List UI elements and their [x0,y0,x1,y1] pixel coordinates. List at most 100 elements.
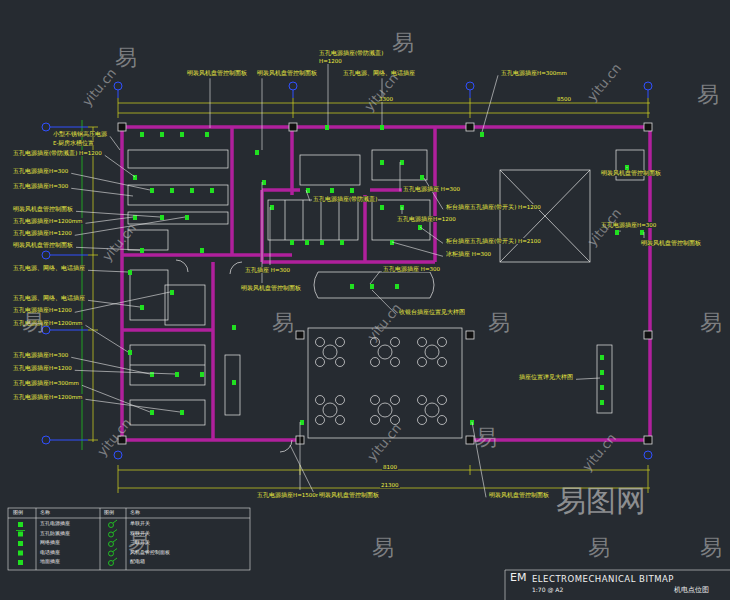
outlet-symbol [380,125,384,130]
outlet-symbol [340,240,344,245]
leader-line [482,75,498,132]
callout-note: 五孔电源插座H=1200 [396,216,457,222]
legend-text: 地面插座 [40,559,60,565]
chair [316,396,325,405]
watermark: yitu.cn [365,421,405,464]
chair [316,416,325,425]
leader-line [290,445,316,497]
callout-note: 五孔插座 H=300 [244,267,291,273]
watermark: yitu.cn [100,221,140,264]
outlet-symbol [210,188,214,193]
outlet-symbol [615,230,619,235]
callout-note: 明装风机盘管控制面板 [600,170,662,176]
outlet-symbol [140,305,144,310]
leader-line [370,271,380,284]
callout-note: 明装风机盘管控制面板 [240,285,302,291]
callout-note: 五孔电源插座H=1200mm [12,218,83,224]
legend-text: 网络插座 [40,540,60,546]
chair [371,416,380,425]
chair [391,358,400,367]
leader-line [424,178,443,209]
outlet-symbol [480,132,484,137]
callout-note: 五孔电源插座 H=300 [382,266,441,272]
callout-note: 五孔电源插座H=300 [12,168,69,174]
outlet-symbol [200,372,204,377]
outlet-symbol [160,132,164,137]
outlet-symbol [180,410,184,415]
outlet-symbol [262,180,266,185]
callout-note: 明装风机盘管控制面板 [186,70,248,76]
outlet-symbol [140,248,144,253]
leader-line [262,78,263,150]
outlet-symbol [190,188,194,193]
legend-symbol [109,520,118,528]
watermark: 易 [700,535,722,560]
chair [418,338,427,347]
outlet-symbol [232,325,236,330]
callout-note: 五孔电源插座(带防溅盖) H=1200 [12,150,103,156]
callout-note: 五孔电源、网络、电话插座 [342,70,416,76]
chair [418,396,427,405]
leader-line [85,325,128,352]
chair [336,338,345,347]
watermark: 易 [22,310,44,335]
sheet-caption: 机电点位图 [674,586,709,594]
leader-line [76,211,160,217]
leader-line [644,232,645,238]
leader-line [210,78,211,128]
chair [336,396,345,405]
chair [438,338,447,347]
outlet-symbol [232,380,236,385]
callout-note: 插座位置详见大样图 [518,374,574,380]
watermark: yitu.cn [95,416,135,459]
callout-note: 五孔电源插座H=1200 [12,230,73,236]
legend-symbol [109,549,118,557]
outlet-symbol [255,150,259,155]
leader-line [88,270,128,272]
callout-note: 小型不锈钢高压电源 [52,131,108,137]
watermark: 易 [272,310,294,335]
callout-note: 明装风机盘管控制面板 [12,206,74,212]
watermark: 易 [392,30,414,55]
leader-line [75,370,175,374]
callout-note: 五孔电源插座H=300 [12,183,69,189]
watermark: 易 [700,310,722,335]
chair [438,396,447,405]
leader-line [420,227,443,243]
watermark: 易 [488,310,510,335]
outlet-symbol [133,215,137,220]
legend-symbol [18,522,23,527]
outlet-symbol [420,175,424,180]
table [425,403,439,417]
outlet-symbol [128,350,132,355]
outlet-symbol [600,400,604,405]
chair [391,338,400,347]
callout-note: 五孔电源插座H=1200 [12,365,73,371]
outlet-symbol [160,215,164,220]
outlet-symbol [330,188,334,193]
leader-line [402,207,403,214]
outlet-symbol [600,355,604,360]
callout-note: 收银台插座位置见大样图 [398,309,466,315]
chair [316,358,325,367]
outlet-symbol [600,370,604,375]
leader-line [75,292,170,312]
legend-text: 五孔防溅插座 [40,531,70,537]
dimension: 8500 [556,96,572,102]
leader-line [71,173,150,190]
legend-text: 五孔电源插座 [40,521,70,527]
outlet-symbol [270,205,274,210]
leader-line [392,242,443,256]
watermark: 易图网 [556,484,646,519]
callout-note: 五孔电源插座H=300mm [500,70,568,76]
outlet-symbol [290,240,294,245]
outlet-symbol [175,372,179,377]
leader-line [400,162,401,191]
legend-symbol [18,551,23,556]
outlet-symbol [640,230,644,235]
legend-symbol [109,530,118,538]
leader-line [82,385,150,412]
watermark: yitu.cn [365,301,405,344]
legend-text: 风机盘管控制面板 [130,550,170,556]
callout-note: 五孔电源插座(带防溅盖) [318,50,384,56]
